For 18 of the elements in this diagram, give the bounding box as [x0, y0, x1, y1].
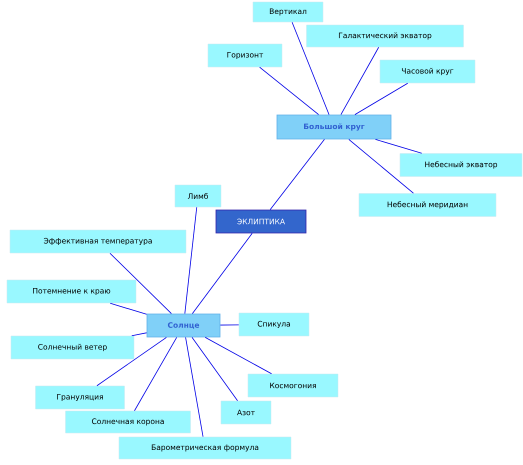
connector-line [354, 82, 408, 115]
connector-line [110, 302, 147, 315]
connector-line [204, 337, 272, 374]
connector-line [340, 46, 380, 115]
connector-line [375, 139, 422, 154]
connector-line [270, 139, 325, 210]
connector-line [348, 139, 414, 194]
connector-line [192, 337, 238, 402]
connector-line [192, 233, 253, 314]
connector-line [220, 324, 240, 326]
connector-line [185, 337, 204, 438]
connector-line [110, 252, 172, 314]
connector-line [96, 337, 167, 386]
connector-line [259, 66, 319, 115]
connector-line [292, 22, 330, 115]
connector-line [184, 206, 198, 314]
connector-line [134, 337, 178, 412]
connector-line [131, 332, 147, 336]
